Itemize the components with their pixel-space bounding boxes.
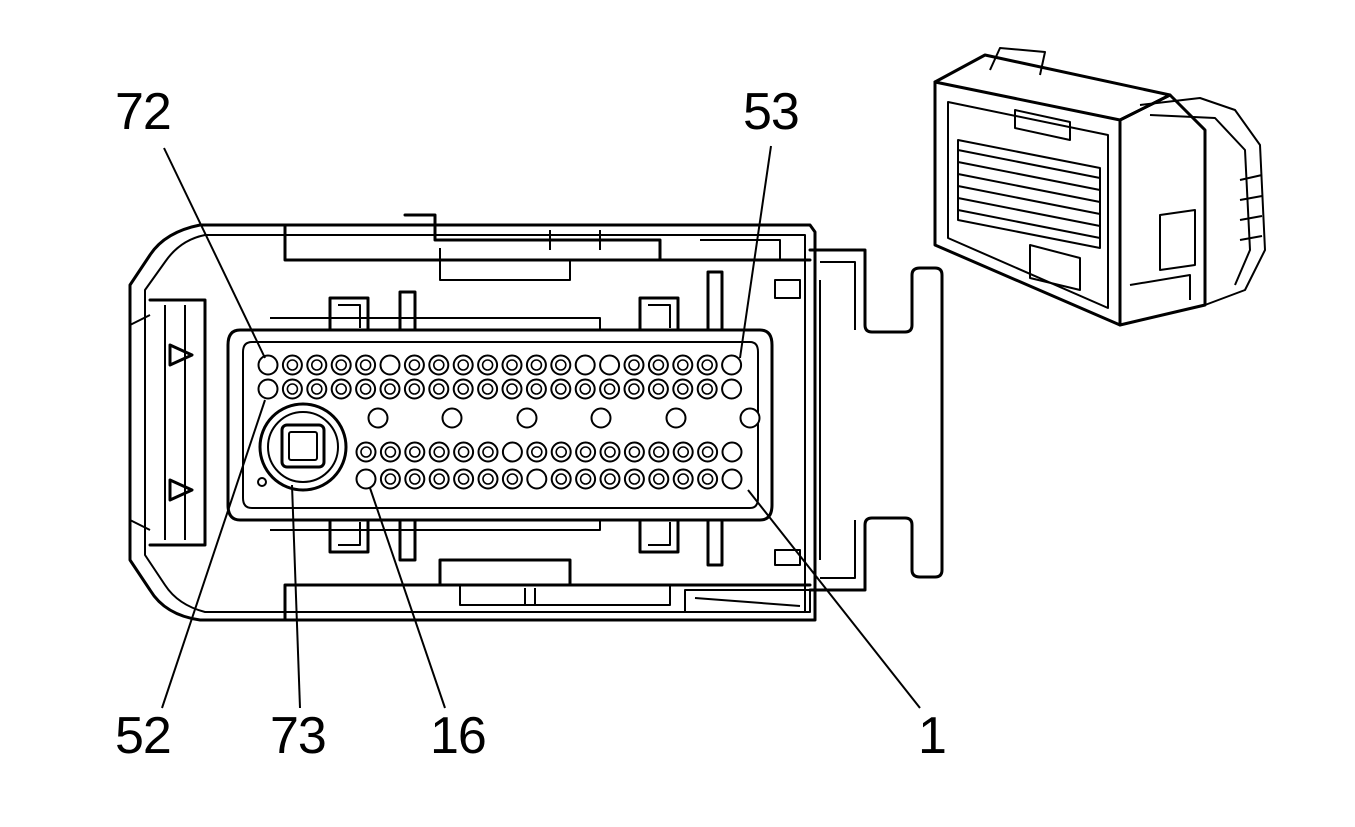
callout-pin-1: 1 <box>918 707 947 765</box>
pin-cavity-row3 <box>721 441 743 463</box>
pin-cavity-row2 <box>721 378 743 400</box>
pin-cavity-row3-contact <box>530 446 543 458</box>
pin-cavity-row3-contact <box>408 446 421 458</box>
connector-housing <box>128 213 944 622</box>
pin-cavity-row2-contact <box>335 383 348 395</box>
callout-pin-72: 72 <box>115 83 172 141</box>
pin-cavity-row1-contact <box>432 359 445 371</box>
pin-cavity-row4-contact <box>701 473 714 485</box>
leader-line-52 <box>161 399 266 709</box>
pin-cavity-row1 <box>379 354 401 376</box>
callout-pin-73: 73 <box>270 707 327 765</box>
leader-line-16 <box>369 487 446 709</box>
pin-cavity-row2 <box>257 378 279 400</box>
pin-cavity-row3-contact <box>555 446 568 458</box>
pin-cavity-row3-contact <box>579 446 592 458</box>
pin-cavity-row4 <box>355 468 377 490</box>
pin-cavity-row3-contact <box>482 446 494 458</box>
pin-cavity-row1 <box>574 354 596 376</box>
leader-line-53 <box>739 145 772 359</box>
pin-cavity-row1 <box>257 354 279 376</box>
pin-cavity-middle <box>441 407 463 429</box>
pin-cavity-row2-contact <box>652 383 665 395</box>
pin-cavity-row2-contact <box>408 383 421 395</box>
leader-line-73 <box>291 484 301 709</box>
pin-cavity-row1-contact <box>676 359 689 371</box>
pin-cavity-row2-contact <box>286 383 299 395</box>
pin-cavity-row1 <box>721 354 743 376</box>
connector-isometric-view <box>933 47 1266 327</box>
leader-lines <box>161 145 921 709</box>
pin-cavity-row4-contact <box>384 473 397 485</box>
pin-cavity-row1-contact <box>457 359 470 371</box>
pin-cavity-row1-contact <box>359 359 372 371</box>
pin-cavity-middle <box>739 407 761 429</box>
pin-cavity-row2-contact <box>432 383 445 395</box>
pin-cavity-middle <box>665 407 687 429</box>
pin-cavity-row1-contact <box>506 359 518 371</box>
pin-cavity-row4-contact <box>628 473 641 485</box>
leader-line-72 <box>163 147 266 359</box>
pin-cavity-row2-contact <box>676 383 689 395</box>
pin-cavity-row1-contact <box>701 359 714 371</box>
pin-cavity-row3 <box>501 441 523 463</box>
pin-cavity-row1-contact <box>628 359 640 371</box>
pin-cavities <box>257 354 761 490</box>
pin-cavity-row2-contact <box>384 383 396 395</box>
pin-cavity-row2-contact <box>701 383 714 395</box>
pin-cavity-row2-contact <box>457 383 470 395</box>
pin-cavity-row4-contact <box>677 473 690 485</box>
pin-cavity-row4 <box>721 468 743 490</box>
pin-cavity-row1-contact <box>554 359 567 371</box>
callout-pin-52: 52 <box>115 707 172 765</box>
pin-cavity-row1 <box>599 354 621 376</box>
pin-cavity-row3-contact <box>677 446 690 458</box>
pin-cavity-row3-contact <box>384 446 397 458</box>
callout-pin-16: 16 <box>430 707 487 765</box>
pin-cavity-row2-contact <box>579 383 592 395</box>
pin-cavity-row4-contact <box>652 473 665 485</box>
pin-cavity-middle <box>516 407 538 429</box>
pin-cavity-row3-contact <box>433 446 446 458</box>
leader-line-1 <box>747 489 921 709</box>
pin-cavity-row3-contact <box>652 446 665 458</box>
pin-cavity-row1-contact <box>481 359 494 371</box>
pin-cavity-row4-contact <box>555 473 568 485</box>
callout-pin-53: 53 <box>743 83 800 141</box>
pin-cavity-row2-contact <box>481 383 494 395</box>
pin-cavity-row2-contact <box>506 383 518 395</box>
pin-cavity-row4-contact <box>482 473 494 485</box>
pin-cavity-row4 <box>526 468 548 490</box>
pin-cavity-row4-contact <box>506 473 519 485</box>
pin-cavity-row3-contact <box>457 446 470 458</box>
pin-cavity-middle <box>367 407 389 429</box>
pin-cavity-row1-contact <box>652 359 665 371</box>
pin-cavity-row4-contact <box>604 473 616 485</box>
pin-cavity-row3-contact <box>360 446 372 458</box>
pin-cavity-row1-contact <box>408 359 421 371</box>
pin-cavity-row2-contact <box>359 383 372 395</box>
pin-cavity-row1-contact <box>310 359 323 371</box>
pin-cavity-row2-contact <box>603 383 616 395</box>
pin-cavity-row4-contact <box>433 473 446 485</box>
pin-cavity-middle <box>590 407 612 429</box>
pin-cavity-row1-contact <box>335 359 348 371</box>
pin-cavity-row3-contact <box>628 446 641 458</box>
pin-cavity-row4-contact <box>408 473 421 485</box>
pin-cavity-row2-contact <box>554 383 567 395</box>
pin-cavity-row2-contact <box>310 383 323 395</box>
pin-cavity-row2-contact <box>530 383 543 395</box>
pin-cavity-row1-contact <box>530 359 543 371</box>
pin-cavity-row4-contact <box>457 473 470 485</box>
pin-cavity-row2-contact <box>628 383 640 395</box>
pin-cavity-row3-contact <box>604 446 616 458</box>
pin-cavity-row1-contact <box>286 359 299 371</box>
pin-cavity-row3-contact <box>701 446 714 458</box>
pin-cavity-row4-contact <box>579 473 592 485</box>
